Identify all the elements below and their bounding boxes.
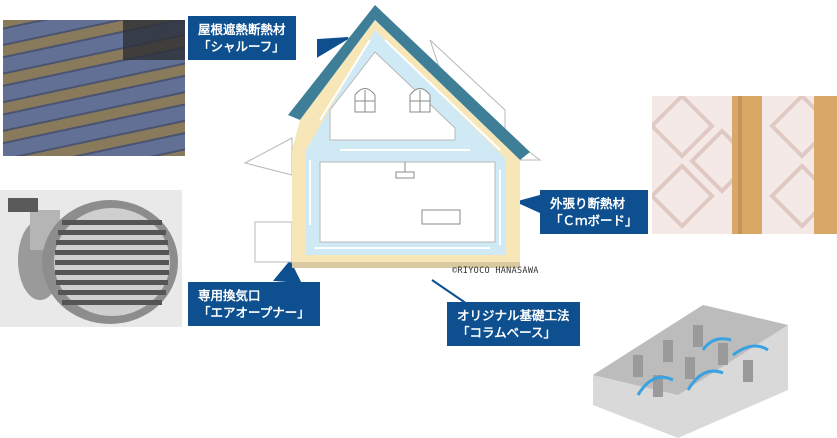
foundation-photo (593, 295, 788, 438)
vent-image (0, 190, 182, 327)
airflow-arrows (309, 39, 501, 249)
wall-label-line2: 「Ｃｍボード」 (550, 213, 638, 228)
wall-insulation-label: 外張り断熱材 「Ｃｍボード」 (540, 190, 648, 234)
foundation-label: オリジナル基礎工法 「コラムベース」 (447, 302, 580, 346)
roof-label-pointer (317, 37, 349, 58)
roof (288, 5, 530, 160)
roof-insulation-label: 屋根遮熱断熱材 「シャルーフ」 (188, 16, 296, 60)
air-vent-label: 専用換気口 「エアオープナー」 (188, 282, 320, 326)
copyright-credit: ©RIYOCO HANASAWA (452, 266, 539, 276)
foundation (292, 262, 520, 268)
wall-board-photo (652, 96, 837, 234)
foundation-label-line1: オリジナル基礎工法 (457, 308, 570, 323)
room-furniture (395, 162, 461, 225)
air-vent-photo (0, 190, 182, 327)
foundation-image (593, 295, 788, 438)
foundation-leader (431, 279, 471, 307)
wall-board-image (652, 96, 837, 234)
vent-label-pointer (272, 260, 302, 284)
foundation-label-line2: 「コラムベース」 (457, 325, 557, 340)
vent-label-line1: 専用換気口 (198, 288, 261, 303)
roof-insulation-photo (3, 20, 185, 156)
roof-label-line1: 屋根遮熱断熱材 (198, 22, 286, 37)
roof-label-line2: 「シャルーフ」 (198, 39, 285, 54)
wall-label-line1: 外張り断熱材 (550, 196, 626, 211)
attic-windows (354, 88, 431, 113)
vent-label-line2: 「エアオープナー」 (198, 305, 310, 320)
roof-panel-image (3, 20, 185, 156)
attic-room (329, 51, 456, 141)
